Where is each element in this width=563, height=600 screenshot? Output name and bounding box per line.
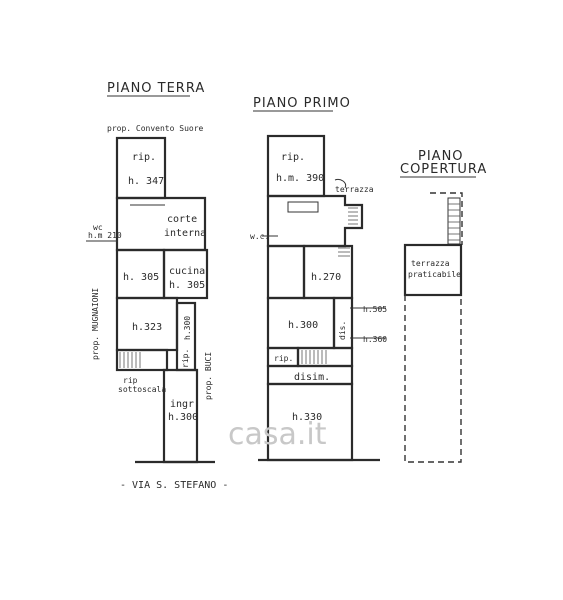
rip-sotto-label-1: rip [123,376,138,385]
watermark: casa.it [228,417,327,452]
wc-height: h.m 210 [88,231,122,240]
room-primo-small [266,244,306,300]
ground-floor-plan: prop. Convento Suore rip. h. 347 corte i… [86,124,228,491]
roof-terrazza-praticabile [403,243,463,297]
ground-stair-hatch [119,352,141,368]
neighbor-mugnaioni-label: prop. MUGNAIONI [91,288,100,360]
ingr-label: ingr. [170,399,200,410]
rip-top-height: h. 347 [128,176,164,187]
disim-label: disim. [294,372,330,383]
titles: PIANO TERRA PIANO PRIMO PIANO COPERTURA [107,81,487,178]
room-cucina [162,248,209,300]
rip-sotto-label-2: sottoscala [118,385,166,394]
roof-lower-outline [404,295,462,463]
first-stair-hatch-mid [338,247,350,257]
room-h305-height: h. 305 [123,272,159,283]
cucina-height: h. 305 [169,280,205,291]
rip-small-label: rip. [274,354,293,363]
room-rip-top [115,136,167,200]
room-rip-primo [266,134,326,198]
roof-terrazza-label-2: praticabile [408,270,461,279]
terrazza-pointer [334,179,347,189]
street-label: - VIA S. STEFANO - [120,480,228,491]
title-piano-terra: PIANO TERRA [107,81,205,96]
first-floor-plan: rip. h.m. 390 terrazza w.c. h.270 h.300 … [250,134,387,462]
room-primo-h300-height: h.300 [288,320,318,331]
cucina-label: cucina [169,266,205,277]
terrace-railing [287,201,319,213]
roof-upper-outline [430,192,463,245]
title-piano-copertura-2: COPERTURA [400,162,487,177]
title-piano-copertura-1: PIANO [418,149,464,164]
h505-label: h.505 [363,305,387,314]
wc-label: wc [93,223,103,232]
roof-terrazza-label-1: terrazza [411,259,450,268]
rip-primo-label: rip. [281,152,305,163]
terrazza-primo-label: terrazza [335,185,374,194]
rip-top-label: rip. [132,152,156,163]
rip-side-label: rip. [181,349,190,368]
room-primo-h330-height: h.330 [292,412,322,423]
corte-label-2: interna [164,228,206,239]
h360-label: h.360 [363,335,387,344]
corte-label-1: corte [167,214,197,225]
rip-primo-height: h.m. 390 [276,173,324,184]
rip-side-height: h.300 [183,316,192,340]
roof-plan: terrazza praticabile [403,192,463,463]
roof-stair [447,197,461,245]
neighbor-convento-label: prop. Convento Suore [107,124,204,133]
title-piano-primo: PIANO PRIMO [253,96,351,111]
first-stair-hatch-bottom [301,350,327,364]
first-stair-hatch-top [348,207,358,225]
room-stair-landing [115,348,169,372]
room-h323-height: h.323 [132,322,162,333]
wc-primo-label: w.c. [250,232,269,241]
ingr-height: h.300 [168,412,198,423]
neighbor-buci-label: prop. BUCI [204,352,213,400]
dis-label: dis. [338,321,347,340]
room-terrazza-primo [266,194,364,248]
room-primo-h270-height: h.270 [311,272,341,283]
